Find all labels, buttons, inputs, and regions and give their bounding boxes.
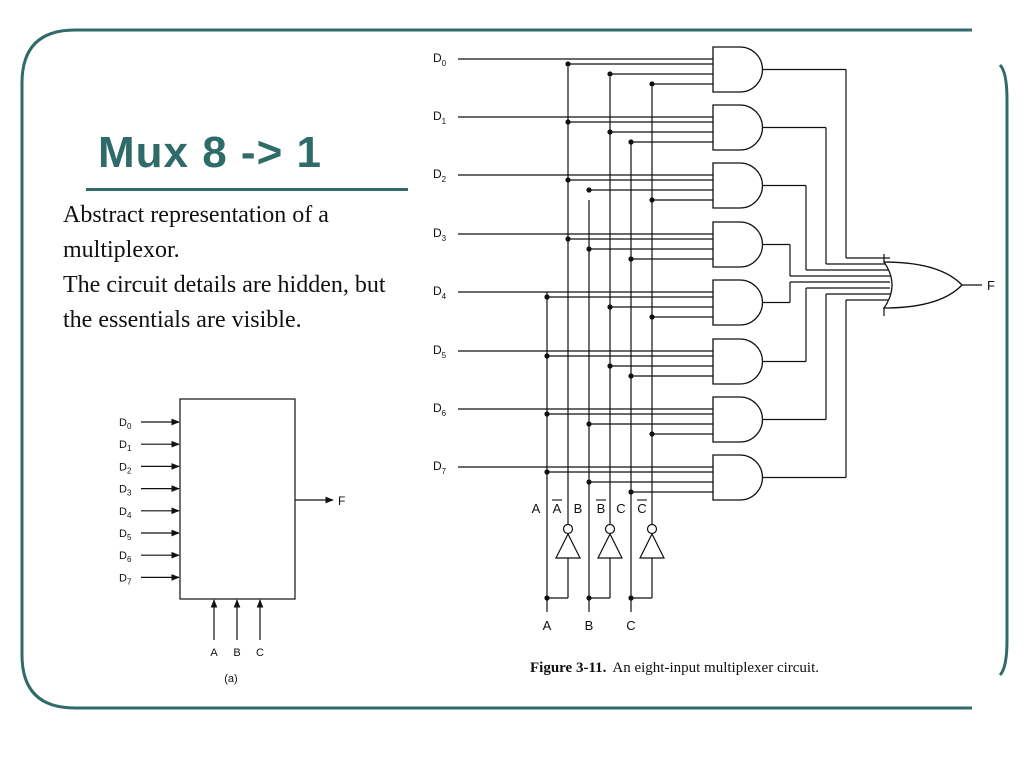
junction-dot (565, 119, 571, 125)
select-label: B (574, 501, 583, 516)
junction-dot (628, 489, 634, 495)
block-select-label: B (233, 647, 240, 659)
circuit-select-label: C (626, 618, 635, 633)
and-gate (712, 338, 764, 385)
or-gate (882, 261, 963, 309)
select-label: A (553, 501, 562, 516)
junction-dot (628, 373, 634, 379)
junction-dot (544, 411, 550, 417)
junction-dot (628, 256, 634, 262)
junction-dot (544, 294, 550, 300)
junction-dot (607, 71, 613, 77)
title-underline (86, 188, 408, 191)
inverter-bubble (562, 523, 574, 535)
block-input-label: D5 (119, 528, 132, 542)
junction-dot (607, 129, 613, 135)
junction-dot (607, 304, 613, 310)
inverter-bubble (604, 523, 616, 535)
select-label: A (532, 501, 541, 516)
block-select-label: A (210, 647, 218, 659)
slide-description: Abstract representation of a multiplexor… (63, 198, 393, 338)
circuit-input-label: D6 (433, 401, 447, 418)
junction-dot (544, 469, 550, 475)
inverter-gate (555, 532, 581, 559)
block-output-label: F (338, 494, 345, 508)
junction-dot (586, 479, 592, 485)
figure-number: Figure 3-11. (530, 660, 607, 676)
block-input-label: D1 (119, 439, 132, 453)
junction-dot (565, 236, 571, 242)
block-input-label: D4 (119, 506, 132, 520)
inverter-gate (639, 532, 665, 559)
circuit-input-label: D4 (433, 284, 447, 301)
block-input-label: D3 (119, 484, 132, 498)
junction-dot (586, 421, 592, 427)
block-sublabel: (a) (224, 673, 237, 685)
junction-dot (649, 431, 655, 437)
junction-dot (586, 187, 592, 193)
and-gate (712, 279, 764, 326)
inverter-bubble (646, 523, 658, 535)
circuit-input-label: D2 (433, 167, 447, 184)
circuit-input-label: D5 (433, 343, 447, 360)
junction-dot (628, 139, 634, 145)
junction-dot (565, 61, 571, 67)
circuit-input-label: D1 (433, 109, 447, 126)
description-line-1: Abstract representation of a multiplexor… (63, 202, 329, 263)
junction-dot (586, 246, 592, 252)
select-label: C (637, 501, 646, 516)
mux-box (179, 398, 296, 600)
junction-dot (544, 353, 550, 359)
circuit-select-label: A (543, 618, 552, 633)
and-gate (712, 104, 764, 151)
and-gate (712, 396, 764, 443)
circuit-input-label: D0 (433, 51, 447, 68)
and-gate (712, 162, 764, 209)
junction-dot (607, 363, 613, 369)
select-label: B (597, 501, 606, 516)
figure-caption: Figure 3-11. An eight-input multiplexer c… (530, 660, 819, 677)
select-label: C (616, 501, 625, 516)
block-input-label: D7 (119, 572, 132, 586)
slide-title: Mux 8 -> 1 (98, 128, 322, 177)
block-input-label: D0 (119, 417, 132, 431)
junction-dot (649, 197, 655, 203)
junction-dot (649, 81, 655, 87)
block-input-label: D2 (119, 461, 132, 475)
block-input-label: D6 (119, 550, 132, 564)
block-select-label: C (256, 647, 264, 659)
circuit-output-label: F (987, 278, 995, 293)
and-gate (712, 46, 764, 93)
circuit-select-label: B (585, 618, 594, 633)
and-gate (712, 221, 764, 268)
circuit-input-label: D7 (433, 459, 447, 476)
junction-dot (649, 314, 655, 320)
circuit-input-label: D3 (433, 226, 447, 243)
description-line-2: The circuit details are hidden, but the … (63, 272, 386, 333)
figure-caption-text: An eight-input multiplexer circuit. (612, 660, 820, 676)
junction-dot (565, 177, 571, 183)
and-gate (712, 454, 764, 501)
inverter-gate (597, 532, 623, 559)
